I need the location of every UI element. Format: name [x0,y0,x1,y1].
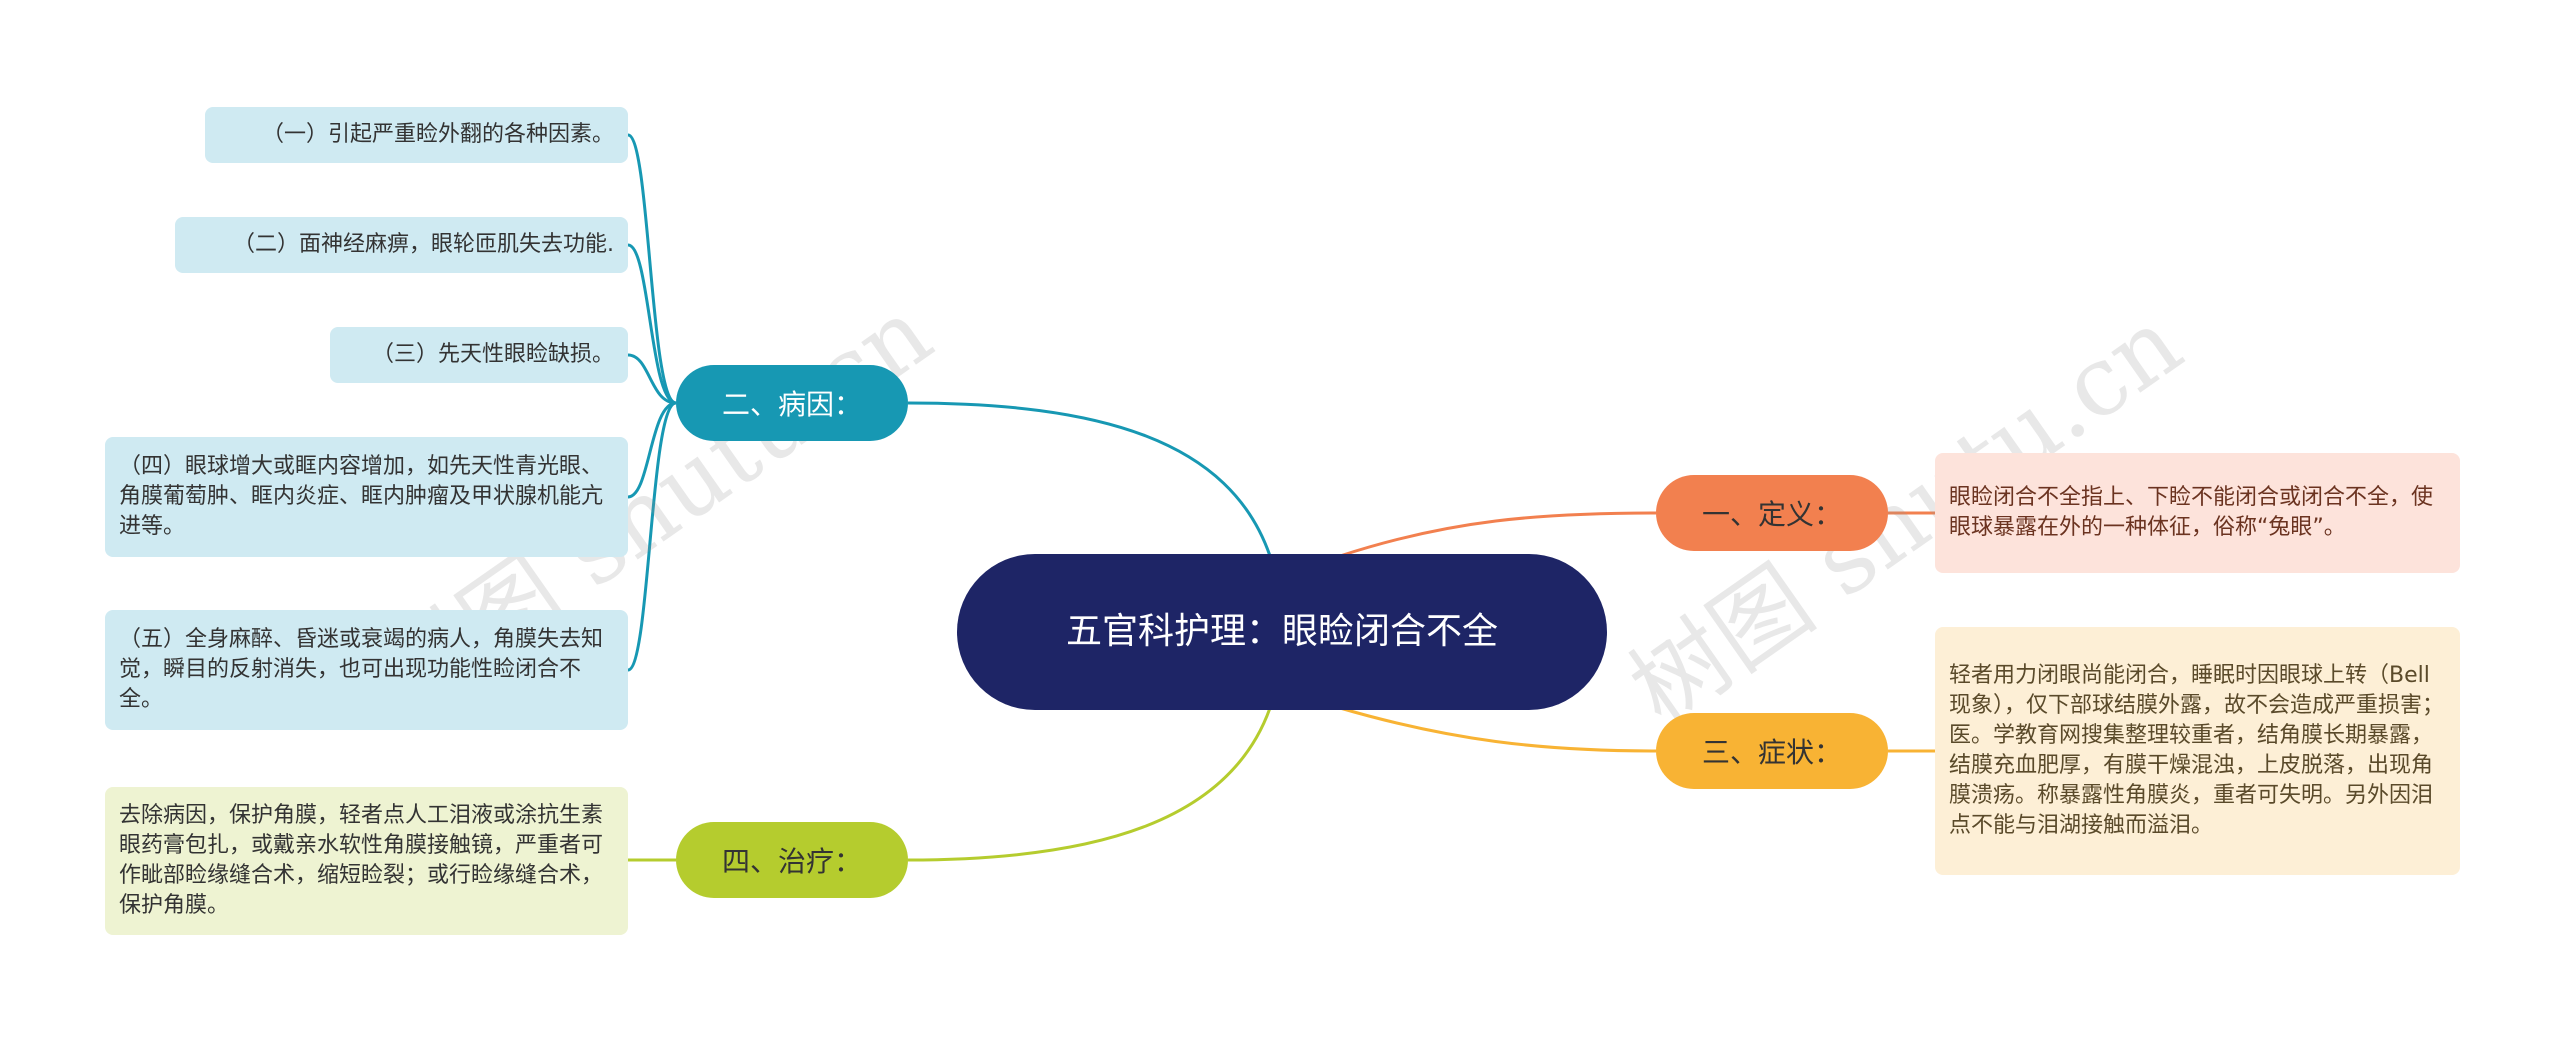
cause-item-1[interactable]: （一）引起严重睑外翻的各种因素。 [205,107,628,163]
branch-causes-label: 二、病因： [721,388,862,421]
branch-definition[interactable]: 一、定义： [1656,475,1888,551]
symptoms-leaf[interactable]: 轻者用力闭眼尚能闭合，睡眠时因眼球上转（Bell现象），仅下部球结膜外露，故不会… [1935,627,2460,875]
link-center-definition [1339,511,1657,558]
cause-item-3-text: （三）先天性眼睑缺损。 [371,342,614,367]
cause-item-4-text: （四）眼球增大或眶内容增加，如先天性青光眼、角膜葡萄肿、眶内炎症、眶内肿瘤及甲状… [119,454,604,539]
definition-text: 眼睑闭合不全指上、下睑不能闭合或闭合不全，使眼球暴露在外的一种体征，俗称“兔眼”… [1949,485,2434,540]
link-causes-leaf-2 [627,243,677,405]
cause-item-1-text: （一）引起严重睑外翻的各种因素。 [261,122,614,147]
central-topic[interactable]: 五官科护理：眼睑闭合不全 [957,554,1607,710]
link-center-symptoms [1339,706,1657,753]
treatment-leaf[interactable]: 去除病因，保护角膜，轻者点人工泪液或涂抗生素眼药膏包扎，或戴亲水软性角膜接触镜，… [105,787,628,935]
link-causes-leaf-5 [627,401,677,672]
branch-symptoms-label: 三、症状： [1701,736,1842,769]
branch-treatment-label: 四、治疗： [721,845,862,878]
cause-item-2[interactable]: （二）面神经麻痹，眼轮匝肌失去功能. [175,217,628,273]
branch-symptoms[interactable]: 三、症状： [1656,713,1888,789]
link-causes-leaf-4 [627,401,677,499]
branch-treatment[interactable]: 四、治疗： [676,822,908,898]
central-topic-label: 五官科护理：眼睑闭合不全 [1065,611,1498,652]
symptoms-text: 轻者用力闭眼尚能闭合，睡眠时因眼球上转（Bell现象），仅下部球结膜外露，故不会… [1949,663,2445,838]
definition-leaf[interactable]: 眼睑闭合不全指上、下睑不能闭合或闭合不全，使眼球暴露在外的一种体征，俗称“兔眼”… [1935,453,2460,573]
link-center-treatment [907,707,1272,862]
cause-item-3[interactable]: （三）先天性眼睑缺损。 [330,327,628,383]
branch-causes[interactable]: 二、病因： [676,365,908,441]
cause-item-5-text: （五）全身麻醉、昏迷或衰竭的病人，角膜失去知觉，瞬目的反射消失，也可出现功能性睑… [119,627,604,712]
cause-item-5[interactable]: （五）全身麻醉、昏迷或衰竭的病人，角膜失去知觉，瞬目的反射消失，也可出现功能性睑… [105,610,628,730]
link-causes-leaf-3 [627,353,677,405]
cause-item-4[interactable]: （四）眼球增大或眶内容增加，如先天性青光眼、角膜葡萄肿、眶内炎症、眶内肿瘤及甲状… [105,437,628,557]
treatment-text: 去除病因，保护角膜，轻者点人工泪液或涂抗生素眼药膏包扎，或戴亲水软性角膜接触镜，… [119,803,604,918]
branch-definition-label: 一、定义： [1701,498,1842,531]
link-causes-leaf-1 [627,133,677,405]
link-center-causes [907,401,1272,557]
cause-item-2-text: （二）面神经麻痹，眼轮匝肌失去功能. [233,232,614,257]
